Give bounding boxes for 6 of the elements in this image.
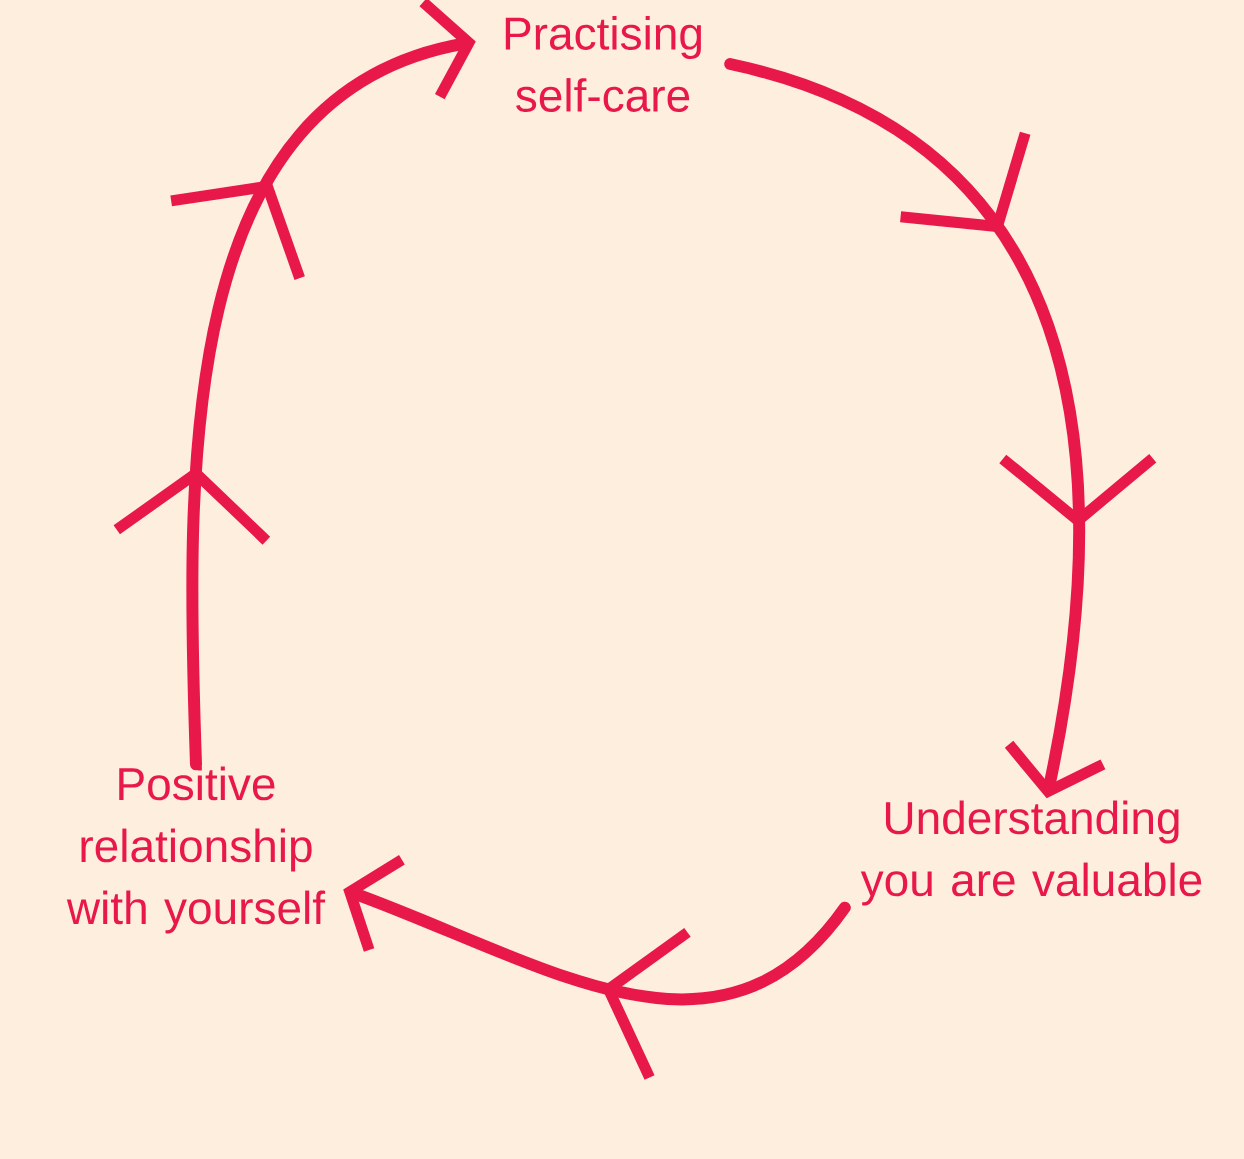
node-label: Practising self-care — [505, 16, 701, 112]
node-label: Understanding you are valuable — [860, 800, 1202, 906]
node-label: Positive relationship with yourself — [66, 766, 326, 934]
curved-arrow — [113, 0, 476, 771]
curved-arrow — [724, 58, 1157, 799]
curved-arrow — [343, 855, 851, 1080]
